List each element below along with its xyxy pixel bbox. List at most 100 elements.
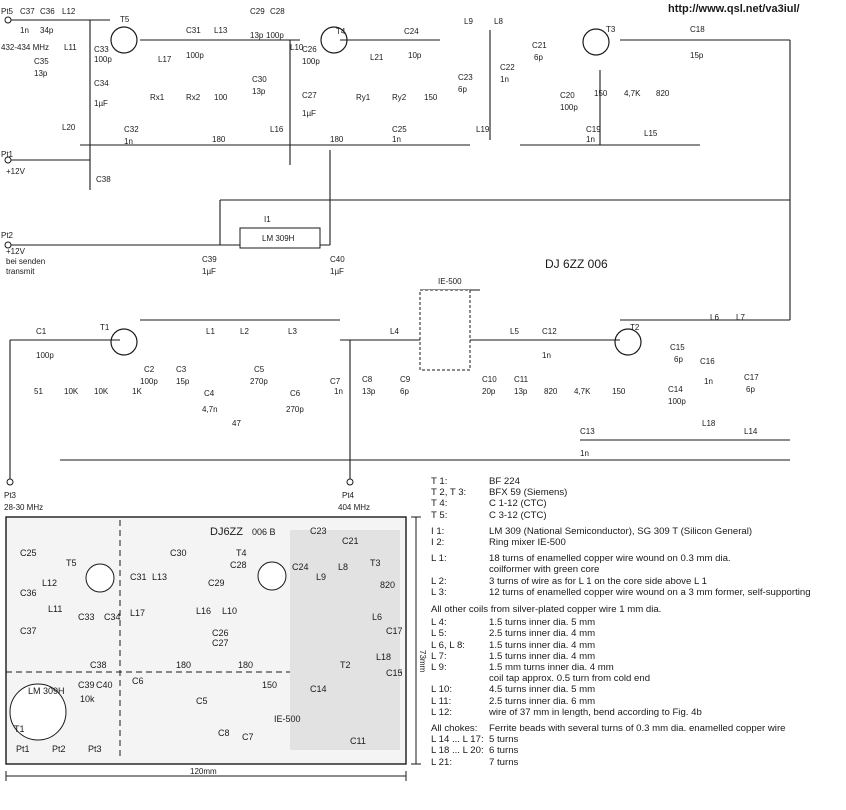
label-r150-bottom: 150 <box>612 387 626 396</box>
spec-row: L 4:1.5 turns inner dia. 5 mm <box>431 617 843 628</box>
spec-value: 7 turns <box>489 756 519 768</box>
label-c15-value: 6p <box>674 355 683 364</box>
board-label-t5: T5 <box>66 558 77 568</box>
label-c23: C23 <box>458 73 473 82</box>
label-r150a: 150 <box>424 93 438 102</box>
spec-value: Ring mixer IE-500 <box>489 537 566 549</box>
spec-row: L 5:2.5 turns inner dia. 4 mm <box>431 628 843 639</box>
pcb-ground-area <box>290 530 400 750</box>
label-c29-value: 13p <box>250 31 264 40</box>
label-l17: L17 <box>158 55 172 64</box>
spec-row: L 7:1.5 turns inner dia. 4 mm <box>431 651 843 662</box>
board-label-c28: C28 <box>230 560 247 570</box>
spec-value: coil tap approx. 0.5 turn from cold end <box>489 673 651 685</box>
spec-row: I 1:LM 309 (National Semiconductor), SG … <box>431 526 843 537</box>
schematic-wires <box>9 19 791 480</box>
label-c33: C33 <box>94 45 109 54</box>
board-label-c6: C6 <box>132 676 144 686</box>
spec-row: I 2:Ring mixer IE-500 <box>431 537 843 548</box>
board-label-r10k: 10k <box>80 694 95 704</box>
label-c35-value: 13p <box>34 69 48 78</box>
label-r180b: 180 <box>330 135 344 144</box>
label-r47: 47 <box>232 419 241 428</box>
label-c21-value: 6p <box>534 53 543 62</box>
label-c39: C39 <box>202 255 217 264</box>
label-r47k: 4,7K <box>624 89 641 98</box>
label-c30: C30 <box>252 75 267 84</box>
port-pt2-connector <box>4 241 12 249</box>
label-pt4-sub: 404 MHz <box>338 503 370 512</box>
label-pt2: Pt2 <box>1 231 14 240</box>
chokes-value: Ferrite beads with several turns of 0.3 … <box>489 723 786 735</box>
label-t4: T4 <box>336 27 346 36</box>
spec-key: T 4: <box>431 498 448 510</box>
board-title: DJ6ZZ <box>210 526 243 538</box>
label-c26-value: 100p <box>302 57 320 66</box>
parts-coils-l1-l3: L 1:18 turns of enamelled copper wire wo… <box>431 553 843 598</box>
spec-row: L 2:3 turns of wire as for L 1 on the co… <box>431 576 843 587</box>
label-pt1: Pt1 <box>1 150 14 159</box>
label-pt1-sub: +12V <box>6 167 26 176</box>
spec-key: L 12: <box>431 706 452 718</box>
spec-key: L 4: <box>431 617 447 629</box>
spec-key: L 21: <box>431 756 452 768</box>
spec-key: T 1: <box>431 476 448 487</box>
board-label-c40: C40 <box>96 680 113 690</box>
spec-row: T 5:C 3-12 (CTC) <box>431 510 843 521</box>
board-label-r150: 150 <box>262 680 277 690</box>
spec-value: 12 turns of enamelled copper wire wound … <box>489 586 811 598</box>
board-label-c8: C8 <box>218 728 230 738</box>
label-c14: C14 <box>668 385 683 394</box>
label-c21: C21 <box>532 41 547 50</box>
label-r100: 100 <box>214 93 228 102</box>
label-c26: C26 <box>302 45 317 54</box>
label-c33-value: 100p <box>94 55 112 64</box>
spec-value: C 3-12 (CTC) <box>489 509 547 521</box>
label-pt5: Pt5 <box>1 7 14 16</box>
label-c34: C34 <box>94 79 109 88</box>
label-c36-value: 34p <box>40 26 54 35</box>
label-r150b: 150 <box>594 89 608 98</box>
board-label-c38: C38 <box>90 660 107 670</box>
spec-key: L 7: <box>431 650 447 662</box>
spec-row: T 2, T 3:BFX 59 (Siemens) <box>431 487 843 498</box>
label-c24-value: 10p <box>408 51 422 60</box>
spec-value: BF 224 <box>489 476 520 487</box>
board-label-l9: L9 <box>316 572 326 582</box>
board-label-c29: C29 <box>208 578 225 588</box>
spec-value: 4.5 turns inner dia. 5 mm <box>489 684 596 696</box>
label-pt2-sub1: +12V <box>6 247 26 256</box>
spec-value: 6 turns <box>489 745 519 757</box>
label-r47k-bottom: 4,7K <box>574 387 591 396</box>
spec-row: coilformer with green core <box>431 564 843 575</box>
label-pt3-sub: 28-30 MHz <box>4 503 43 512</box>
label-pt5-band: 432-434 MHz <box>1 43 49 52</box>
source-url: http://www.qsl.net/va3iul/ <box>668 3 800 15</box>
board-label-c24: C24 <box>292 562 309 572</box>
label-l12: L12 <box>62 7 76 16</box>
label-c40: C40 <box>330 255 345 264</box>
transistor-t1 <box>110 328 138 356</box>
label-c25-value: 1n <box>392 135 401 144</box>
label-c18-value: 15p <box>690 51 704 60</box>
board-label-c14: C14 <box>310 684 327 694</box>
label-r10kb: 10K <box>94 387 109 396</box>
port-pt3-connector <box>6 478 14 486</box>
parts-ics: I 1:LM 309 (National Semiconductor), SG … <box>431 526 843 548</box>
label-pt2-sub3: transmit <box>6 267 35 276</box>
label-l5: L5 <box>510 327 519 336</box>
label-t2: T2 <box>630 323 640 332</box>
label-c10-value: 20p <box>482 387 496 396</box>
board-label-c17: C17 <box>386 626 403 636</box>
board-label-l6: L6 <box>372 612 382 622</box>
spec-key: L 11: <box>431 695 452 707</box>
board-label-c5: C5 <box>196 696 208 706</box>
label-l20: L20 <box>62 123 76 132</box>
label-c31: C31 <box>186 26 201 35</box>
label-c29: C29 <box>250 7 265 16</box>
label-c28-value: 100p <box>266 31 284 40</box>
